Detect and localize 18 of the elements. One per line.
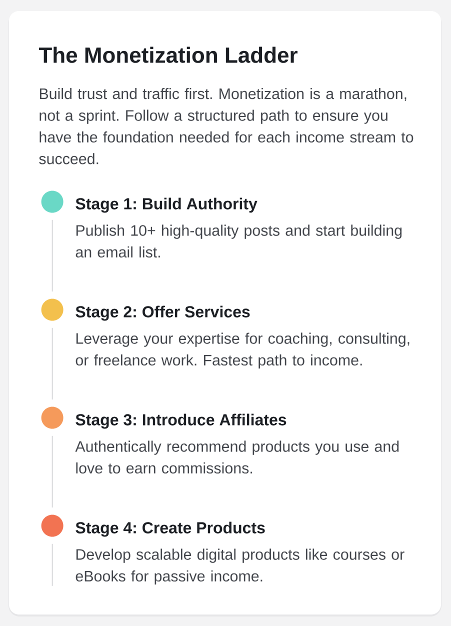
title: The Monetization Ladder	[38, 46, 298, 63]
stage-dot	[41, 190, 64, 213]
stage-description: Leverage your expertise for coaching, consulting, or freelance work. Fastest path to income.	[76, 332, 410, 369]
stage-description: Publish 10+ high-quality posts and start building an email list.	[76, 224, 402, 258]
stage-heading: Stage 3: Introduce Affiliates	[76, 414, 286, 429]
timeline-line	[52, 327, 53, 400]
timeline-line	[52, 435, 53, 508]
stage-dot	[41, 406, 64, 429]
timeline-line	[52, 219, 53, 292]
timeline-line	[52, 543, 53, 586]
stage-heading: Stage 4: Create Products	[76, 522, 265, 537]
stage-description: Develop scalable digital products like courses or eBooks for passive income.	[76, 548, 404, 585]
stage-heading: Stage 1: Build Authority	[76, 198, 258, 213]
stage-description: Authentically recommend products you use and love to earn commissions.	[75, 440, 399, 474]
stage-dot	[41, 298, 64, 321]
description: Build trust and traffic first. Monetization is a marathon, not a sprint. Follow a structured path to ensure you have the foundation needed for each income stream to succeed.	[39, 88, 414, 164]
stage-dot	[41, 514, 64, 537]
stage-heading: Stage 2: Offer Services	[76, 306, 250, 321]
